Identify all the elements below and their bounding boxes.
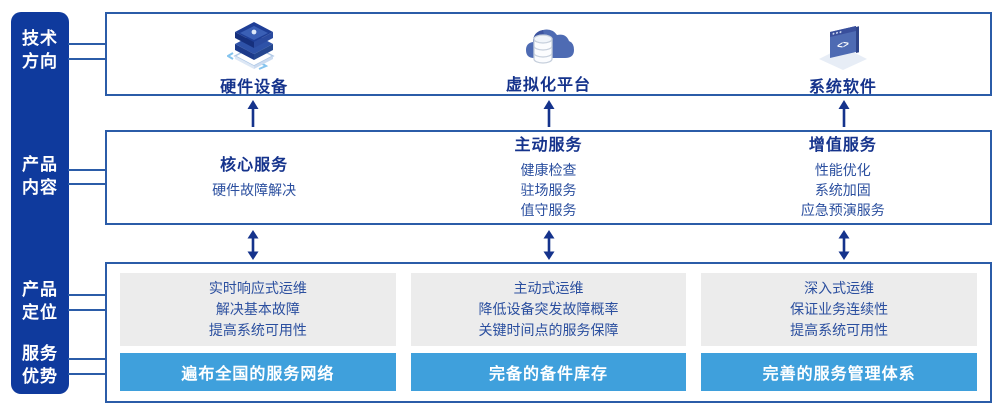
sidebar-label-line: 技术 [22,29,58,48]
position-line: 解决基本故障 [215,301,300,317]
connector-line [68,358,106,360]
position-panel: 实时响应式运维 解决基本故障 提高系统可用性 [120,273,396,346]
product-content-box: 核心服务 硬件故障解决 主动服务 健康检查 驻场服务 值守服务 增值服务 性能优… [105,130,992,225]
position-panel: 深入式运维 保证业务连续性 提高系统可用性 [701,273,978,346]
tech-column-virtualization: 虚拟化平台 [401,14,695,94]
service-item: 系统加固 [814,182,871,198]
position-column-deep: 深入式运维 保证业务连续性 提高系统可用性 完善的服务管理体系 [701,273,978,391]
connector-line [68,43,106,45]
category-sidebar: 技术 方向 产品 内容 产品 定位 服务 优势 [11,12,69,394]
service-title: 核心服务 [220,157,289,174]
tech-label: 虚拟化平台 [505,77,591,94]
service-item: 性能优化 [814,162,871,178]
connector-line [68,294,106,296]
service-column-value-added: 增值服务 性能优化 系统加固 应急预演服务 [696,132,990,223]
sidebar-label-tech-direction: 技术 方向 [11,27,69,73]
position-column-proactive: 主动式运维 降低设备突发故障概率 关键时间点的服务保障 完备的备件库存 [410,273,687,391]
position-line: 提高系统可用性 [208,322,307,338]
sidebar-label-service-advantage: 服务 优势 [11,342,69,388]
service-column-core: 核心服务 硬件故障解决 [107,132,401,223]
tech-label: 系统软件 [808,79,877,96]
up-arrow-icon [696,99,992,128]
sidebar-label-line: 服务 [22,344,58,363]
sidebar-label-line: 定位 [22,303,58,322]
tech-column-software: <> 系统软件 [696,14,990,96]
service-item: 硬件故障解决 [212,182,297,198]
position-line: 实时响应式运维 [208,280,307,296]
advantage-banner: 完善的服务管理体系 [701,353,978,391]
sidebar-label-product-position: 产品 定位 [11,278,69,324]
position-line: 主动式运维 [513,280,584,296]
up-arrow-icon [105,99,401,128]
position-line: 深入式运维 [804,280,875,296]
cloud-database-icon [520,20,576,68]
software-window-icon: <> [815,20,871,70]
tech-direction-box: 硬件设备 虚拟化平台 [105,12,992,96]
product-position-box: 实时响应式运维 解决基本故障 提高系统可用性 遍布全国的服务网络 主动式运维 降… [105,262,992,403]
sidebar-label-line: 产品 [22,280,58,299]
advantage-banner: 遍布全国的服务网络 [120,353,396,391]
service-item: 驻场服务 [520,182,577,198]
position-line: 保证业务连续性 [790,301,889,317]
service-item: 健康检查 [520,162,577,178]
connector-line [68,58,106,60]
service-title: 增值服务 [808,137,877,154]
sidebar-label-line: 方向 [22,52,58,71]
up-arrow-icon [401,99,697,128]
server-stack-icon [227,20,281,70]
sidebar-label-line: 内容 [22,178,58,197]
connector-line [68,309,106,311]
double-arrow-icon [696,229,992,260]
sidebar-label-line: 产品 [22,155,58,174]
double-arrow-icon [401,229,697,260]
sidebar-label-product-content: 产品 内容 [11,153,69,199]
svg-text:<>: <> [837,39,849,53]
connector-line [68,183,106,185]
position-line: 降低设备突发故障概率 [478,301,619,317]
position-line: 关键时间点的服务保障 [478,322,619,338]
connector-line [68,169,106,171]
service-column-proactive: 主动服务 健康检查 驻场服务 值守服务 [401,132,695,223]
double-arrow-row [105,229,992,260]
position-column-realtime: 实时响应式运维 解决基本故障 提高系统可用性 遍布全国的服务网络 [120,273,396,391]
advantage-banner: 完备的备件库存 [410,353,687,391]
sidebar-label-line: 优势 [22,367,58,386]
service-item: 值守服务 [520,202,577,218]
service-item: 应急预演服务 [800,202,885,218]
connector-line [68,373,106,375]
double-arrow-icon [105,229,401,260]
service-title: 主动服务 [514,137,583,154]
tech-label: 硬件设备 [220,79,289,96]
up-arrow-row [105,99,992,128]
position-panel: 主动式运维 降低设备突发故障概率 关键时间点的服务保障 [410,273,687,346]
tech-column-hardware: 硬件设备 [107,14,401,96]
position-line: 提高系统可用性 [790,322,889,338]
